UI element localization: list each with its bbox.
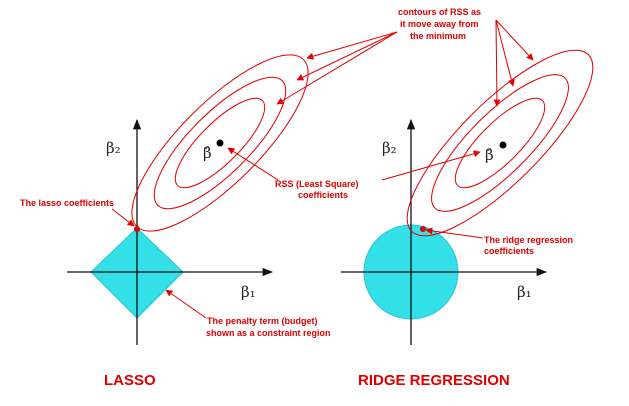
- ridge-panel: β̂ β₂ β₁ RIDGE REGRESSION: [341, 49, 594, 389]
- lasso-least-squares-point: [216, 139, 224, 147]
- penalty-label-line2: shown as a constraint region: [206, 328, 331, 338]
- ridge-least-squares-point: [499, 141, 507, 149]
- lasso-title: LASSO: [104, 372, 156, 389]
- penalty-arrow: [165, 289, 207, 319]
- contours-arrow-lasso-outer: [306, 31, 398, 60]
- contours-label-line3: the minimum: [410, 31, 466, 41]
- lasso-coef-label: The lasso coefficients: [20, 198, 114, 208]
- ridge-coef-label-line1: The ridge regression: [484, 235, 573, 245]
- contours-label-line1: contours of RSS as: [398, 7, 481, 17]
- lasso-contour-inner: [174, 97, 266, 189]
- ridge-contour-middle: [431, 74, 569, 212]
- penalty-label-line1: The penalty term (budget): [207, 316, 318, 326]
- lasso-panel: β̂ β₂ β₁ LASSO: [67, 54, 309, 389]
- ridge-coef-arrow: [425, 227, 484, 239]
- ridge-beta-hat-label: β̂: [485, 146, 494, 164]
- contours-arrow-ridge-middle: [495, 19, 515, 87]
- annotations: contours of RSS as it move away from the…: [20, 7, 573, 338]
- ridge-contour-outer: [406, 49, 594, 237]
- lasso-coef-arrow: [111, 208, 135, 227]
- rss-arrow-ridge: [381, 150, 481, 181]
- ridge-title: RIDGE REGRESSION: [358, 372, 510, 389]
- rss-label-line2: coefficients: [298, 190, 348, 200]
- ridge-beta1-label: β₁: [517, 283, 532, 301]
- ridge-coef-label-line2: coefficients: [484, 246, 534, 256]
- ridge-coefficient-point: [420, 226, 426, 232]
- ridge-beta2-label: β₂: [382, 139, 397, 157]
- contours-arrow-ridge-outer: [495, 19, 534, 61]
- contours-arrow-ridge-inner: [493, 19, 501, 107]
- ridge-contour-inner: [454, 97, 546, 189]
- contours-label-line2: it move away from: [400, 19, 479, 29]
- lasso-beta-hat-label: β̂: [203, 144, 212, 162]
- contours-arrow-lasso-middle: [296, 31, 398, 81]
- lasso-beta1-label: β₁: [241, 283, 256, 301]
- lasso-coefficient-point: [134, 226, 140, 232]
- rss-label-line1: RSS (Least Square): [275, 179, 359, 189]
- ridge-rss-contours: [406, 49, 594, 237]
- lasso-beta2-label: β₂: [106, 139, 121, 157]
- contours-arrow-lasso-inner: [276, 31, 398, 105]
- lasso-contour-middle: [153, 76, 287, 210]
- rss-arrow-lasso: [227, 147, 279, 181]
